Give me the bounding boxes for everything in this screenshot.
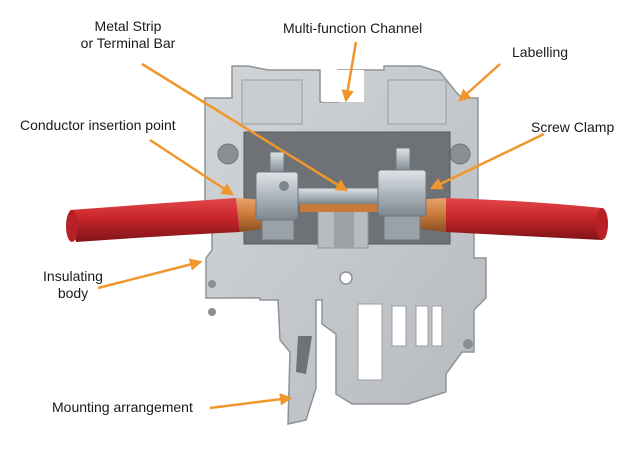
right-screw-clamp [377, 147, 427, 241]
arrow-metal-strip [141, 62, 349, 192]
label-metal-strip: Metal Strip or Terminal Bar [50, 18, 206, 52]
arrow-labelling [458, 63, 501, 102]
label-insulating-body-line1: Insulating [43, 268, 103, 284]
arrow-conductor-insertion [149, 138, 235, 196]
right-wire [412, 198, 608, 240]
left-screw-clamp [255, 151, 299, 241]
label-conductor-insertion-point: Conductor insertion point [20, 117, 176, 133]
arrow-multi-function-channel [341, 41, 358, 103]
label-metal-strip-line2: or Terminal Bar [80, 35, 176, 51]
arrow-screw-clamp [429, 132, 545, 190]
arrow-mounting-arrangement [209, 393, 293, 410]
label-insulating-body-line2: body [57, 285, 89, 301]
label-mounting-arrangement: Mounting arrangement [52, 399, 193, 415]
label-metal-strip-line1: Metal Strip [94, 18, 162, 34]
arrow-insulating-body [97, 258, 203, 290]
label-insulating-body: Insulating body [30, 268, 116, 302]
callout-arrows [97, 41, 545, 410]
insulating-body-shape [204, 65, 487, 425]
left-wire [66, 198, 268, 242]
label-screw-clamp: Screw Clamp [531, 119, 615, 135]
label-labelling: Labelling [512, 44, 569, 60]
label-multi-function-channel: Multi-function Channel [283, 20, 423, 36]
